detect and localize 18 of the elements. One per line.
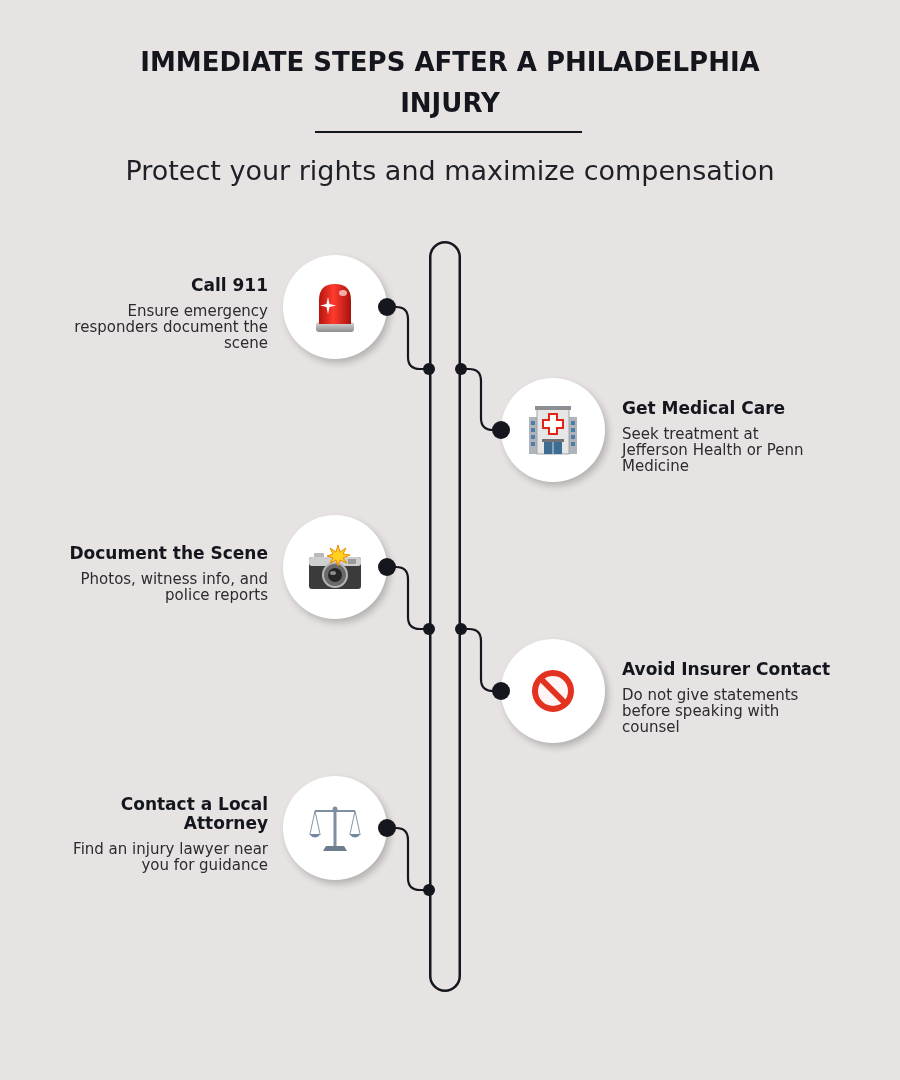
subtitle: Protect your rights and maximize compensation [124,154,776,188]
step-description: Photos, witness info, and police reports [79,570,268,603]
step-description: Ensure emergency responders document the scene [73,302,268,351]
title: IMMEDIATE STEPS AFTER A PHILADELPHIA INJURY [139,46,761,120]
timeline-track [429,241,461,992]
step-description: Seek treatment at Jefferson Health or Penn Medicine [622,425,805,474]
step-heading: Contact a Local Attorney [119,795,268,833]
step-description: Do not give statements before speaking with counsel [622,686,800,735]
step-heading: Document the Scene [69,543,268,563]
step-description: Find an injury lawyer near you for guidance [72,841,268,873]
connector [378,819,435,896]
step-heading: Get Medical Care [622,398,786,418]
step-heading: Avoid Insurer Contact [622,659,831,679]
connector [455,363,510,439]
step-heading: Call 911 [191,275,268,295]
connector [378,558,435,635]
connector [378,298,435,375]
connector [455,623,510,700]
